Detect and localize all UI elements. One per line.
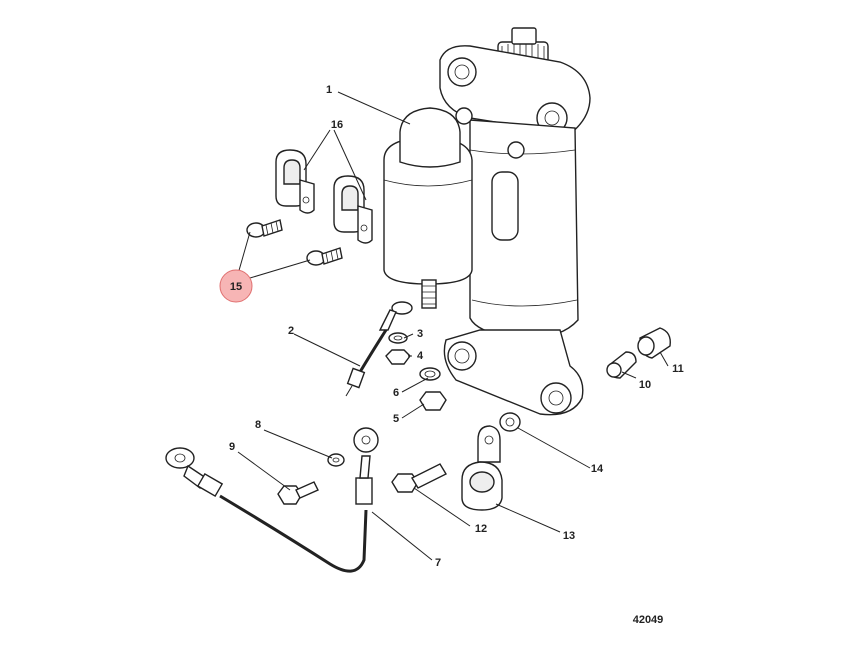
starter-motor-assembly [383, 27, 591, 416]
callout-14[interactable]: 14 [591, 463, 604, 475]
short-cable [345, 301, 413, 397]
callout-labels: 1 16 15 2 3 4 6 5 8 9 10 11 14 12 13 7 [229, 84, 684, 569]
callout-8[interactable]: 8 [255, 419, 261, 431]
callout-3[interactable]: 3 [417, 328, 423, 340]
clamp-pair [275, 149, 373, 244]
cable-clamp [461, 425, 503, 511]
callout-15[interactable]: 15 [230, 281, 242, 293]
callout-2[interactable]: 2 [288, 325, 294, 337]
screw-pair [246, 219, 343, 266]
callout-1[interactable]: 1 [326, 84, 332, 96]
callout-12[interactable]: 12 [475, 523, 487, 535]
callout-13[interactable]: 13 [563, 530, 575, 542]
callout-6[interactable]: 6 [393, 387, 399, 399]
callout-16[interactable]: 16 [331, 119, 343, 131]
callout-4[interactable]: 4 [417, 350, 424, 362]
bolt-large [391, 463, 447, 493]
bolt-small [277, 481, 319, 505]
bushings [606, 327, 671, 379]
long-cable [165, 427, 379, 573]
figure-number: 42049 [633, 614, 664, 626]
small-hardware [385, 332, 447, 411]
callout-7[interactable]: 7 [435, 557, 441, 569]
callout-10[interactable]: 10 [639, 379, 651, 391]
callout-11[interactable]: 11 [672, 363, 684, 375]
leader-lines [237, 91, 669, 561]
highlight-marker [219, 269, 253, 303]
callout-5[interactable]: 5 [393, 413, 399, 425]
callout-9[interactable]: 9 [229, 441, 235, 453]
washer [499, 412, 521, 432]
